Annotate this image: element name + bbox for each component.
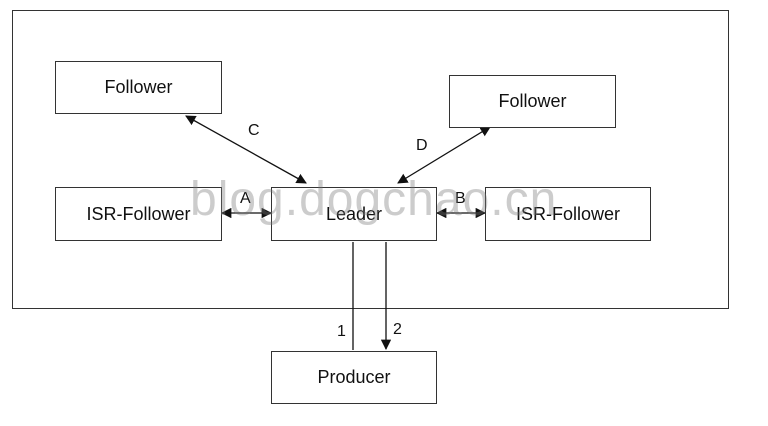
follower-right-node: Follower	[449, 75, 616, 128]
edge-b-label: B	[455, 190, 466, 207]
isr-follower-right-label: ISR-Follower	[515, 203, 621, 224]
isr-follower-left-label: ISR-Follower	[86, 203, 191, 224]
edge-c-label: C	[248, 122, 260, 139]
isr-follower-left-node: ISR-Follower	[55, 187, 222, 241]
follower-left-node: Follower	[55, 61, 222, 114]
edge-c-line	[185, 115, 307, 184]
isr-follower-right-node: ISR-Follower	[485, 187, 651, 241]
edge-a-label: A	[240, 190, 251, 207]
leader-node: Leader	[271, 187, 437, 241]
follower-right-label: Follower	[498, 91, 567, 111]
edge-d-label: D	[416, 137, 428, 154]
follower-left-label: Follower	[104, 77, 173, 97]
leader-label: Leader	[325, 203, 383, 224]
producer-node: Producer	[271, 351, 437, 404]
edge-2-label: 2	[393, 321, 402, 338]
producer-label: Producer	[317, 367, 391, 387]
edge-d-line	[397, 126, 491, 184]
edge-1-label: 1	[337, 323, 346, 340]
cluster-frame	[12, 10, 729, 309]
